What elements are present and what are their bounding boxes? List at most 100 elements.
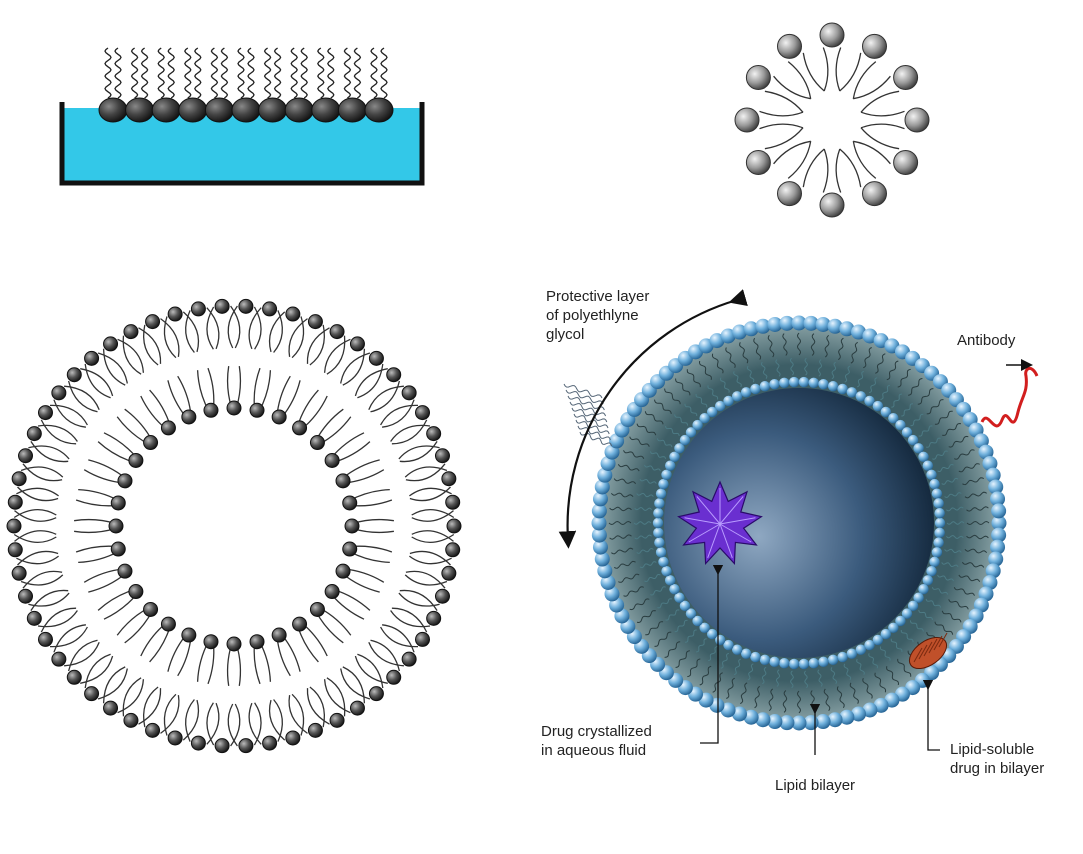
lipid-tail	[14, 510, 57, 522]
lipid-tail	[853, 140, 891, 165]
lipid-head	[864, 395, 875, 407]
lipid-tail	[368, 385, 404, 411]
lipid-head	[84, 350, 100, 366]
lipid-head	[855, 391, 867, 402]
lipid-head	[226, 400, 242, 416]
lipid-head	[750, 383, 761, 395]
lipid-head	[674, 592, 685, 603]
lipid-tail	[879, 646, 891, 661]
lipid-tail	[918, 609, 933, 621]
crystal-facet	[684, 517, 721, 525]
lipid-tail	[835, 148, 842, 193]
lipid-tail	[409, 550, 451, 566]
lipid-head	[597, 563, 613, 579]
lipid-tail	[687, 658, 701, 678]
lipid-tail	[80, 655, 114, 684]
lipid-tail	[759, 110, 804, 117]
lipid-head	[434, 588, 450, 604]
lipid-tail	[227, 305, 238, 349]
lipid-tail	[140, 47, 149, 99]
lipid-tail	[941, 610, 962, 623]
lipid-tail	[67, 380, 98, 413]
lipid-tail	[856, 658, 865, 675]
lipid-tail	[907, 378, 923, 396]
lipid-tail	[327, 47, 335, 99]
lipid-tail	[810, 333, 816, 356]
drug-label-line2: in aqueous fluid	[541, 742, 647, 759]
lipid-tail	[237, 47, 245, 99]
lipid-tail	[22, 570, 63, 589]
lipid-tail	[852, 141, 877, 179]
lipid-head	[926, 566, 937, 577]
drug-crystal-icon	[677, 480, 763, 565]
lipid-head	[594, 551, 610, 567]
lipid-tail	[37, 610, 78, 628]
lipid-head	[846, 387, 858, 398]
lipid-head	[931, 547, 943, 558]
lipid-tail	[917, 388, 934, 405]
lipid-tail	[941, 477, 959, 485]
lipid-tail	[142, 686, 159, 728]
lipid-tail	[853, 75, 891, 100]
lipid-tail	[20, 574, 64, 586]
lipid-tail	[182, 699, 200, 741]
lipid-tail	[844, 365, 851, 383]
lipid-tail	[404, 574, 448, 586]
lipid-tail	[948, 435, 969, 448]
lipid-head	[190, 301, 206, 317]
lipid-head	[364, 97, 394, 123]
lipid-head	[37, 405, 53, 421]
lipid-tail	[354, 368, 388, 397]
lipid-head	[110, 541, 126, 557]
lipid-tail	[273, 699, 283, 742]
lipid-head	[913, 592, 924, 603]
lipid-tail	[629, 598, 650, 611]
lipid-head	[685, 608, 697, 619]
lipid-head	[755, 318, 771, 334]
lipid-head	[880, 406, 892, 418]
lipid-head	[740, 387, 752, 398]
lipid-tail	[263, 47, 272, 99]
lipid-head	[441, 471, 457, 487]
lipid-tail	[17, 486, 59, 502]
lipid-head	[837, 383, 848, 395]
lipid-head	[368, 350, 384, 366]
lipid-head	[324, 452, 340, 468]
lipid-tail	[288, 318, 308, 358]
lipid-tail	[398, 592, 440, 607]
lipid-head	[926, 469, 937, 480]
lipid-head	[779, 658, 790, 669]
lipid-tail	[830, 667, 838, 685]
lipid-head	[929, 478, 940, 490]
lipid-head	[51, 385, 67, 401]
lipid-head	[767, 714, 783, 730]
lipid-head	[815, 714, 831, 730]
lipid-tail	[707, 646, 718, 662]
lipid-tail	[946, 521, 965, 525]
lipid-tail	[163, 693, 177, 736]
bilayer-vesicle-diagram	[6, 298, 462, 754]
lipid-head	[991, 515, 1007, 531]
lipid-tail	[863, 347, 872, 369]
lipid-head	[888, 622, 899, 633]
lipid-tail	[910, 413, 924, 427]
lipid-soluble-label-line1: Lipid-soluble	[950, 741, 1035, 758]
lipid-head	[934, 507, 945, 519]
crystal-facet	[719, 523, 733, 558]
lipid-tail	[206, 306, 215, 350]
lipid-head	[664, 575, 676, 586]
lipid-tail	[925, 598, 942, 608]
lipid-tail	[773, 75, 811, 100]
lipid-head	[337, 97, 367, 123]
lipid-tail	[875, 353, 886, 374]
lipid-tail	[764, 127, 804, 150]
lipid-head	[143, 601, 159, 617]
lipid-tail	[654, 631, 672, 647]
lipid-tail	[102, 666, 126, 704]
lipid-tail	[856, 370, 865, 388]
lipid-head	[706, 628, 718, 640]
drug-pointer-line	[700, 564, 724, 744]
lipid-head	[181, 627, 197, 643]
lipid-tail	[409, 486, 451, 502]
lipid-head	[51, 651, 67, 667]
